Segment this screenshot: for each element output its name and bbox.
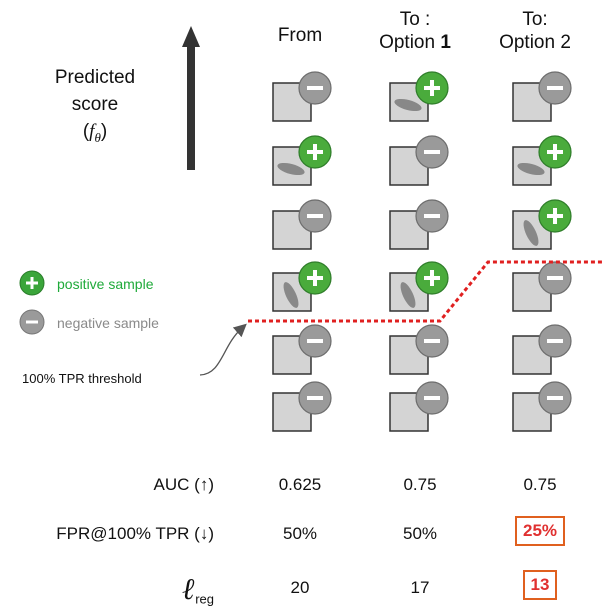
legend-positive-text: positive sample <box>57 276 154 292</box>
score-up-arrow <box>182 26 200 170</box>
legend-positive-icon <box>19 270 45 296</box>
negative-sample-option-2-6 <box>512 381 572 432</box>
reg-highlight-box: 13 <box>522 570 558 600</box>
legend-negative-text: negative sample <box>57 315 159 331</box>
negative-sample-option-1-5 <box>389 324 449 375</box>
negative-sample-from-5 <box>272 324 332 375</box>
positive-sample-option-2-3 <box>512 199 572 250</box>
negative-sample-option-2-4 <box>512 261 572 312</box>
positive-sample-option-2-2 <box>512 135 572 186</box>
positive-sample-from-2 <box>272 135 332 186</box>
negative-sample-from-3 <box>272 199 332 250</box>
reg-value-option-1: 17 <box>410 578 430 597</box>
positive-sample-from-4 <box>272 261 332 312</box>
legend-negative-icon <box>19 309 45 335</box>
fpr-value-option-2: 25% <box>485 516 595 546</box>
positive-sample-option-1-1 <box>389 71 449 122</box>
header-option-1: To : Option 1 <box>379 9 451 53</box>
auc-value-option-1: 0.75 <box>403 475 437 494</box>
auc-value-option-2: 0.75 <box>523 475 557 494</box>
negative-sample-from-6 <box>272 381 332 432</box>
fpr-value-from: 50% <box>282 524 318 543</box>
negative-sample-option-1-3 <box>389 199 449 250</box>
fpr-label: FPR@100% TPR (↓) <box>56 524 214 543</box>
reg-value-option-2: 13 <box>485 570 595 600</box>
threshold-label: 100% TPR threshold <box>22 371 142 386</box>
header-option-2: To: Option 2 <box>499 9 571 53</box>
negative-sample-from-1 <box>272 71 332 122</box>
negative-sample-option-1-2 <box>389 135 449 186</box>
header-from: From <box>277 25 323 46</box>
axis-label: Predicted score (fθ) <box>54 67 136 145</box>
threshold-pointer-arrow <box>199 323 247 376</box>
negative-sample-option-2-1 <box>512 71 572 122</box>
fpr-value-option-1: 50% <box>402 524 438 543</box>
auc-value-from: 0.625 <box>278 475 322 494</box>
reg-value-from: 20 <box>290 578 310 597</box>
fpr-highlight-box: 25% <box>514 516 566 546</box>
reg-label: ℓreg <box>182 572 214 607</box>
negative-sample-option-2-5 <box>512 324 572 375</box>
positive-sample-option-1-4 <box>389 261 449 312</box>
auc-label: AUC (↑) <box>153 475 214 494</box>
negative-sample-option-1-6 <box>389 381 449 432</box>
